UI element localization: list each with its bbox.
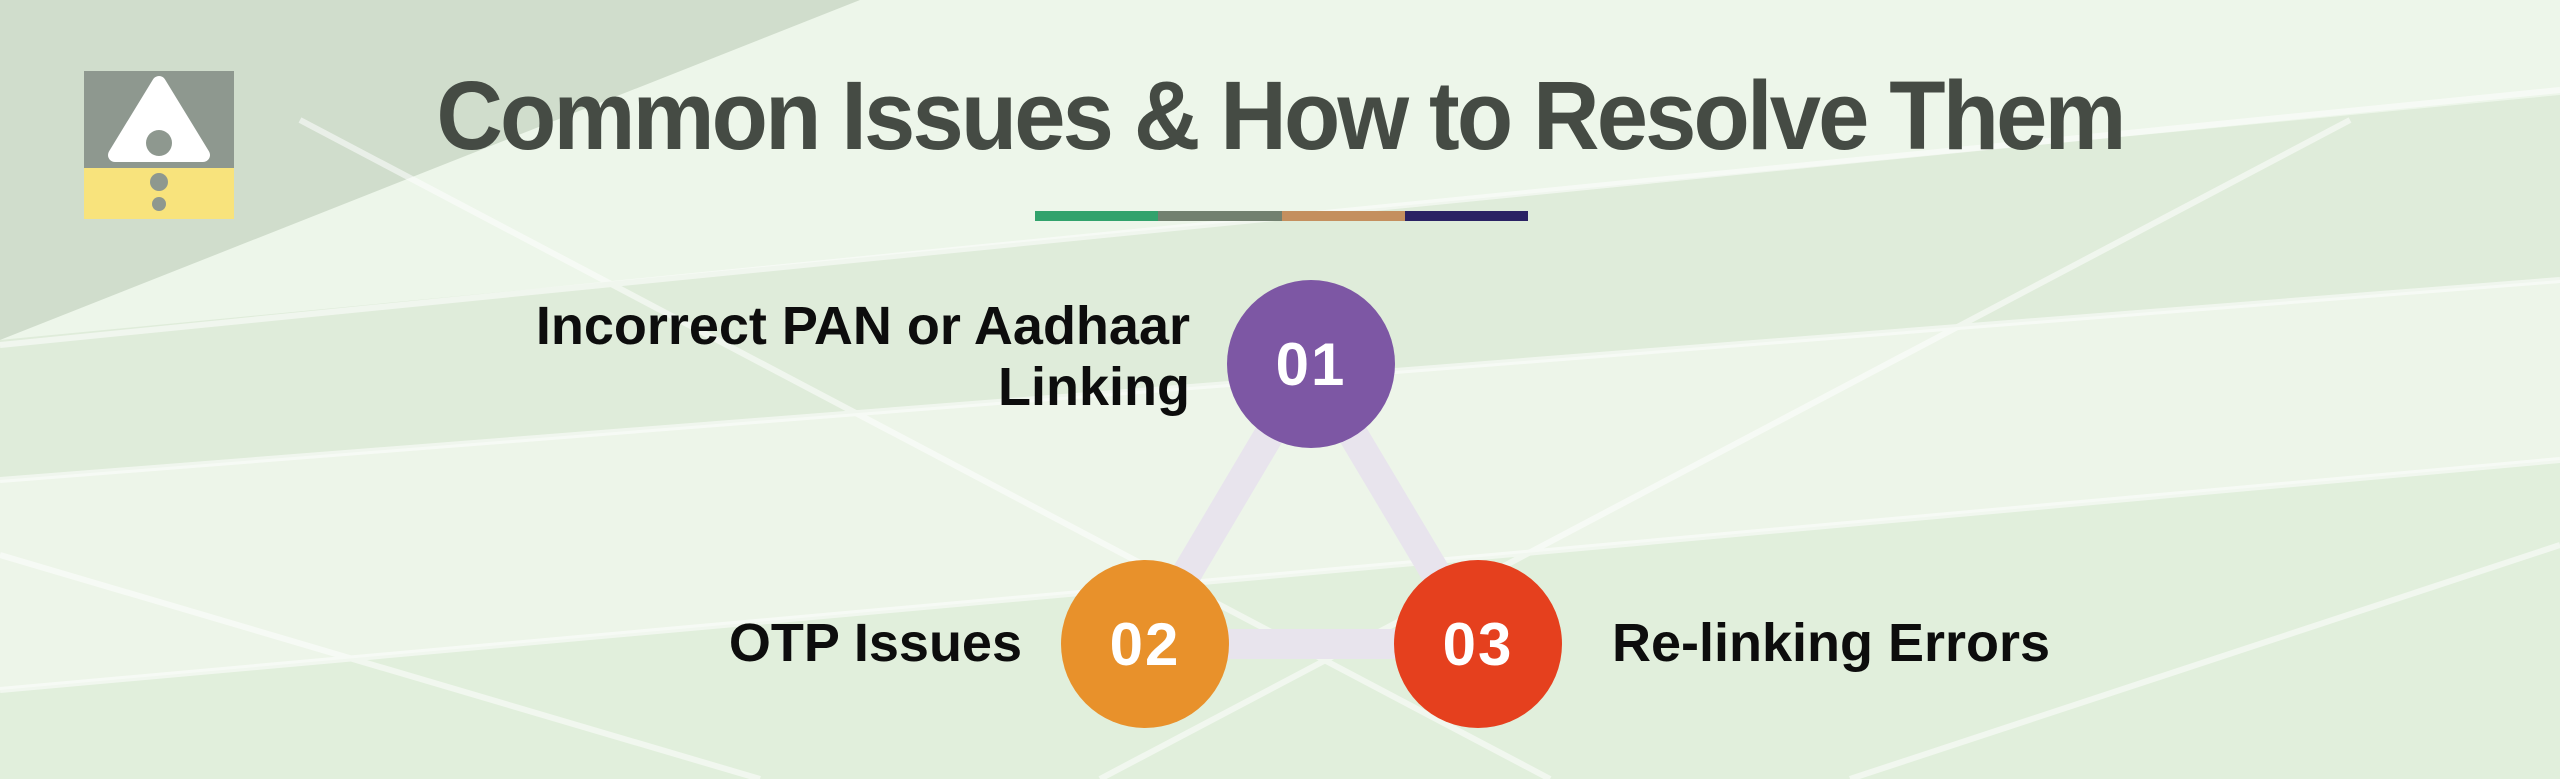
node-01-circle: 01: [1227, 280, 1395, 448]
node-03-circle: 03: [1394, 560, 1562, 728]
warning-exclamation-icon: [84, 71, 234, 219]
node-02-number: 02: [1109, 610, 1181, 678]
divider-segment-gray: [1158, 211, 1282, 221]
node-03-label: Re-linking Errors: [1612, 613, 2051, 673]
divider-segment-tan: [1281, 211, 1405, 221]
node-01-number: 01: [1275, 330, 1347, 398]
node-03-number: 03: [1442, 610, 1514, 678]
node-02-label: OTP Issues: [728, 613, 1022, 673]
node-02-circle: 02: [1061, 560, 1229, 728]
node-01-label: Incorrect PAN or Aadhaar Linking: [535, 296, 1190, 417]
divider-segment-green: [1035, 211, 1159, 221]
divider-segment-navy: [1404, 211, 1528, 221]
title-divider: [1035, 211, 1528, 221]
page-title: Common Issues & How to Resolve Them: [436, 61, 2126, 170]
